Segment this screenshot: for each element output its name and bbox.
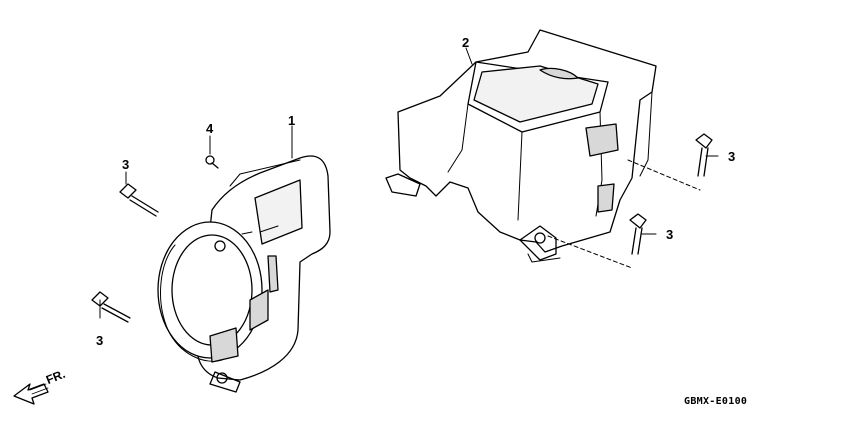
callout-3-right-upper: 3 (728, 149, 736, 164)
callout-3-right-lower: 3 (666, 227, 674, 242)
bolt-right-upper (695, 133, 713, 177)
bolt-left-lower (91, 291, 131, 323)
fr-arrow-icon (13, 383, 49, 405)
callout-4: 4 (206, 121, 214, 136)
fan-shroud (157, 155, 331, 393)
bolt-right-lower (629, 213, 647, 255)
alignment-lines (547, 159, 701, 269)
callout-1: 1 (288, 113, 296, 128)
bolt-left-upper (119, 183, 159, 217)
callout-3-left-upper: 3 (122, 157, 130, 172)
leader-lines (99, 47, 719, 319)
callout-2: 2 (462, 35, 470, 50)
diagram-code: GBMX-E0100 (684, 396, 748, 407)
small-screw (205, 155, 219, 169)
callout-3-left-lower: 3 (96, 333, 104, 348)
top-cover (385, 29, 657, 263)
